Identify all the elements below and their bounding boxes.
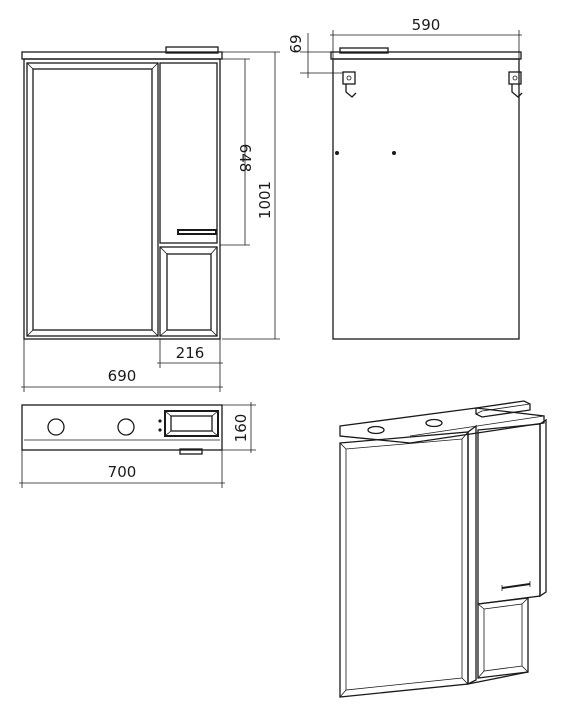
open-shelf-frame xyxy=(159,246,218,337)
dimension-700: 700 xyxy=(19,450,225,488)
top-width-label: 700 xyxy=(108,463,137,481)
mirror-glass xyxy=(32,68,153,331)
back-view: 590 69 xyxy=(287,16,523,340)
handle-plan xyxy=(179,448,203,455)
open-shelf-inner xyxy=(166,253,212,331)
iso-top-board xyxy=(339,407,545,444)
left-hanger xyxy=(342,71,357,98)
iso-cabinet-door xyxy=(477,423,541,605)
depth-label: 160 xyxy=(232,414,250,443)
cabinet-height-label: 648 xyxy=(236,144,254,173)
dimension-1001: 1001 xyxy=(222,51,280,340)
mirror-frame xyxy=(26,62,159,337)
back-width-label: 590 xyxy=(412,16,441,34)
iso-door-handle xyxy=(501,583,531,589)
dimension-69: 69 xyxy=(287,33,343,78)
front-width-label: 690 xyxy=(108,367,137,385)
isometric-view xyxy=(339,400,547,698)
light-hole-right xyxy=(117,418,135,436)
dimension-690: 690 xyxy=(21,339,223,392)
cabinet-body xyxy=(23,58,221,340)
dimension-216: 216 xyxy=(157,339,223,368)
mount-point-center xyxy=(392,151,396,155)
iso-light-hole-right xyxy=(425,418,443,428)
dimension-590: 590 xyxy=(330,16,522,59)
front-view: 648 1001 216 690 xyxy=(21,46,280,392)
top-lamp xyxy=(165,46,219,54)
door-handle xyxy=(177,229,217,235)
total-height-label: 1001 xyxy=(256,181,274,219)
dimension-160: 160 xyxy=(222,402,256,453)
top-view-outline xyxy=(21,404,223,451)
back-lamp xyxy=(339,47,389,54)
light-hole-left xyxy=(47,418,65,436)
right-hanger xyxy=(508,71,523,98)
iso-light-hole-left xyxy=(367,425,385,435)
back-panel xyxy=(332,58,520,340)
shelf-width-label: 216 xyxy=(176,344,205,362)
cabinet-door xyxy=(159,62,218,244)
iso-mirror-frame xyxy=(339,431,469,698)
hanger-offset-label: 69 xyxy=(287,34,305,53)
top-lamp-plan xyxy=(164,410,219,437)
mount-point-left xyxy=(335,151,339,155)
top-view: 160 700 xyxy=(19,402,256,488)
dimension-648: 648 xyxy=(220,58,254,246)
